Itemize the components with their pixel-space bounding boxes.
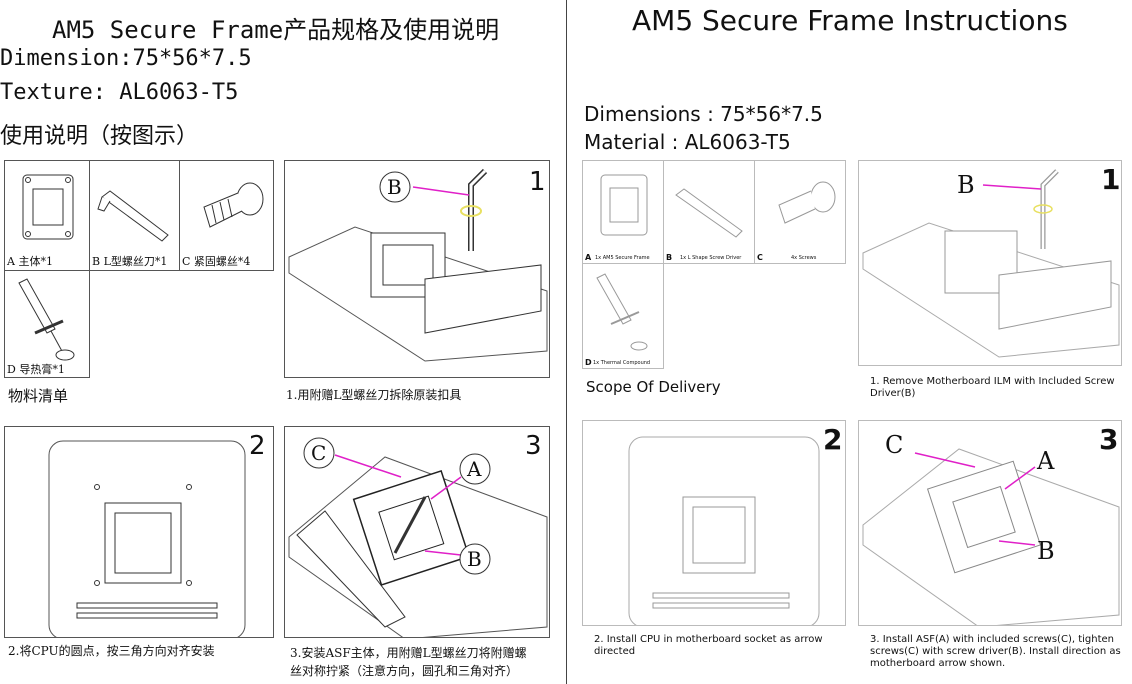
right-scope-label: Scope Of Delivery [586,378,721,396]
l-screwdriver-illustration [97,190,169,242]
install-asf-illustration [288,437,548,637]
frame-part-illustration [600,174,648,236]
left-step-3-number: 3 [525,431,542,461]
l-screwdriver-illustration [675,188,743,238]
left-step-1-caption: 1.用附赠L型螺丝刀拆除原装扣具 [286,388,462,402]
left-step-3-caption-line2: 丝对称拧紧（注意方向，圆孔和三角对齐） [290,664,519,678]
right-part-c-cell: C 4x Screws [754,160,846,264]
left-step-3-caption-line1: 3.安装ASF主体，用附赠L型螺丝刀将附赠螺 [290,646,527,660]
right-step-1-number: 1 [1101,163,1121,196]
right-part-a-letter: A [585,253,592,262]
left-part-b-cell: B L型螺丝刀*1 [89,160,180,271]
left-step-3-callout-a: A [467,457,482,481]
install-cpu-illustration [48,440,246,637]
right-step-2-caption-line1: 2. Install CPU in motherboard socket as … [594,634,823,645]
right-step-2-number: 2 [823,423,843,456]
right-step-3-caption-line3: motherboard arrow shown. [870,658,1006,669]
right-step-3-callout-a: A [1037,447,1055,475]
right-step-2-caption-line2: directed [594,646,636,657]
right-part-b-letter: B [666,253,673,262]
frame-part-illustration [22,174,74,240]
left-step-3-panel: C A B 3 [284,426,550,638]
left-step-3-callout-c: C [311,441,327,465]
right-part-c-text: 4x Screws [791,255,817,261]
left-title: AM5 Secure Frame产品规格及使用说明 [52,16,500,44]
right-part-a-cell: A 1x AM5 Secure Frame [582,160,664,264]
left-step-2-caption: 2.将CPU的圆点，按三角方向对齐安装 [8,644,215,658]
center-divider [566,0,567,684]
right-step-2-panel: 2 [582,420,846,626]
right-part-d-text: 1x Thermal Compound [593,360,651,366]
right-step-3-panel: C A B 3 [858,420,1122,626]
right-part-b-cell: B 1x L Shape Screw Driver [663,160,755,264]
right-step-1-caption-line2: Driver(B) [870,388,916,399]
left-part-b-label: B L型螺丝刀*1 [92,255,168,268]
left-part-c-cell: C 紧固螺丝*4 [179,160,274,271]
right-dimensions: Dimensions : 75*56*7.5 [584,102,823,126]
left-texture: Texture: AL6063-T5 [0,80,239,105]
right-part-d-letter: D [585,358,592,367]
install-asf-illustration [862,448,1120,625]
left-part-a-cell: A 主体*1 [4,160,90,271]
right-step-3-callout-b: B [1037,537,1055,565]
install-cpu-illustration [628,436,820,625]
remove-ilm-illustration [862,169,1120,358]
left-instructions-heading: 使用说明（按图示） [0,124,199,149]
screw-illustration [778,181,836,224]
right-title: AM5 Secure Frame Instructions [632,4,1068,37]
left-step-1-callout-b: B [387,175,402,199]
right-part-a-text: 1x AM5 Secure Frame [595,255,650,261]
right-step-1-caption-line1: 1. Remove Motherboard ILM with Included … [870,376,1115,387]
right-step-3-caption-line1: 3. Install ASF(A) with included screws(C… [870,634,1114,645]
left-step-2-panel: 2 [4,426,274,638]
remove-ilm-illustration [288,168,548,362]
left-scope-label: 物料清单 [8,387,69,405]
right-step-3-callout-c: C [885,431,904,459]
right-part-c-letter: C [757,253,763,262]
right-part-d-cell: D 1x Thermal Compound [582,263,664,369]
right-step-3-caption-line2: screws(C) with screw driver(B). Install … [870,646,1121,657]
right-material: Material : AL6063-T5 [584,130,791,154]
left-part-d-cell: D 导热膏*1 [4,270,90,378]
left-step-1-panel: B 1 [284,160,550,378]
left-dimension: Dimension:75*56*7.5 [0,46,252,71]
left-step-2-number: 2 [249,431,266,461]
right-step-1-panel: B 1 [858,160,1122,366]
thermal-compound-syringe-illustration [596,273,648,351]
left-step-1-number: 1 [529,167,546,197]
screw-illustration [203,182,264,228]
right-step-1-callout-b: B [957,171,975,199]
left-part-d-label: D 导热膏*1 [7,363,65,376]
left-part-a-label: A 主体*1 [7,255,53,268]
thermal-compound-syringe-illustration [18,278,75,361]
left-step-3-callout-b: B [467,547,482,571]
right-part-b-text: 1x L Shape Screw Driver [680,255,742,261]
left-part-c-label: C 紧固螺丝*4 [182,255,251,268]
right-step-3-number: 3 [1099,423,1119,456]
